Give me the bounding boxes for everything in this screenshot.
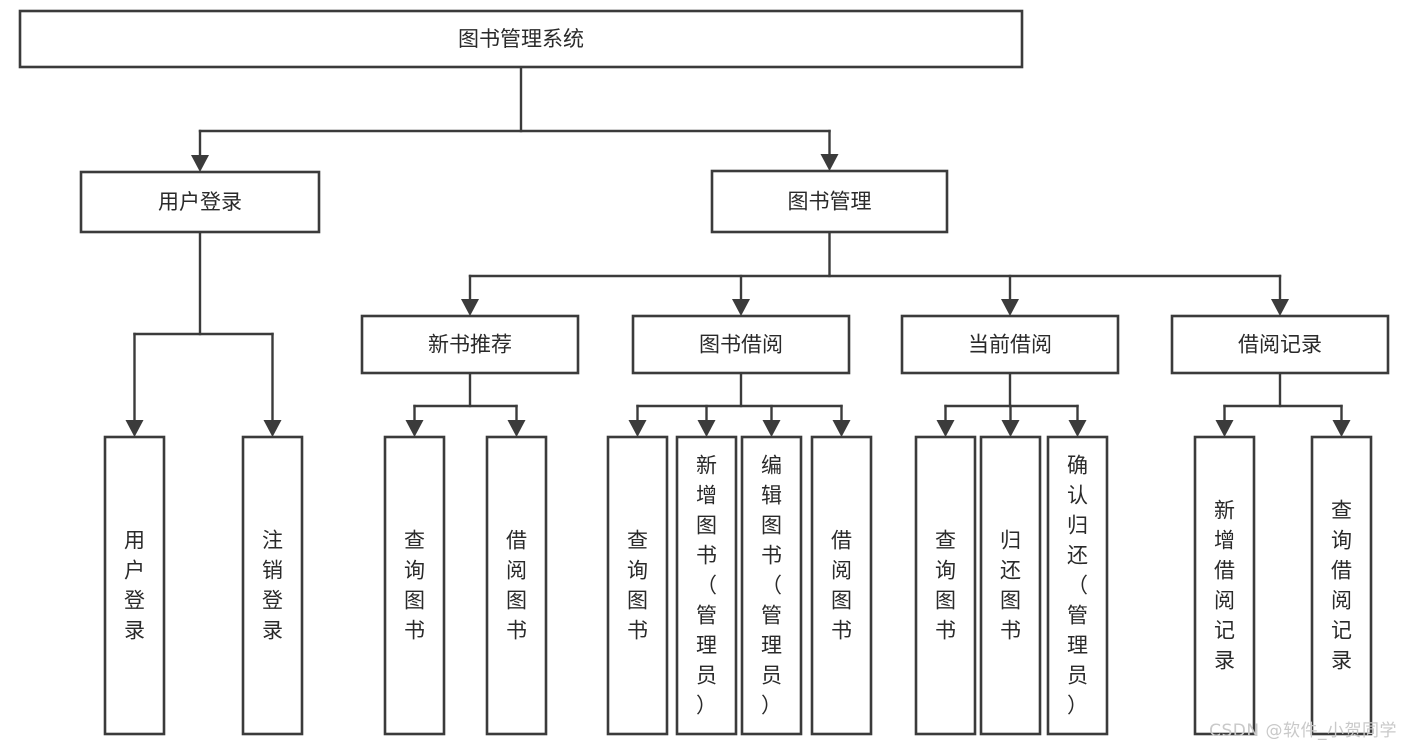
- arrow-head-icon-level3-2: [1001, 299, 1019, 316]
- arrow-head-icon-leaf-4-1: [1332, 420, 1351, 437]
- leaf-node-3-label: 借阅图书: [506, 529, 527, 643]
- level2-node-0-box[interactable]: [79, 170, 321, 234]
- leaf-node-1-label: 注销登录: [262, 529, 283, 643]
- level3-node-2[interactable]: 当前借阅: [900, 314, 1120, 375]
- csdn-watermark: CSDN @软件_小贺同学: [1209, 721, 1397, 741]
- leaf-node-8-label: 查询图书: [935, 529, 956, 643]
- leaf-node-10[interactable]: 确认归还（管理员）: [1046, 435, 1109, 736]
- arrow-head-icon-leaf-2-3: [832, 420, 851, 437]
- leaf-node-8[interactable]: 查询图书: [914, 435, 977, 736]
- leaf-node-9-box[interactable]: [979, 435, 1042, 736]
- arrow-head-icon-leaf-0-1: [263, 420, 282, 437]
- node-layer: 图书管理系统用户登录图书管理新书推荐图书借阅当前借阅借阅记录用户登录注销登录查询…: [18, 9, 1390, 736]
- leaf-node-1-box[interactable]: [241, 435, 304, 736]
- level2-node-1[interactable]: 图书管理: [710, 169, 949, 234]
- leaf-node-12-box[interactable]: [1310, 435, 1373, 736]
- leaf-node-10-box[interactable]: [1046, 435, 1109, 736]
- level3-node-1-label: 图书借阅: [699, 333, 783, 357]
- arrow-head-icon-level2-1: [820, 154, 839, 171]
- arrow-head-icon-leaf-1-1: [507, 420, 526, 437]
- arrow-head-icon-leaf-2-1: [697, 420, 716, 437]
- leaf-node-7-box[interactable]: [810, 435, 873, 736]
- leaf-node-12-label: 查询借阅记录: [1331, 499, 1352, 673]
- arrow-head-icon-leaf-3-1: [1001, 420, 1020, 437]
- level3-node-3-label: 借阅记录: [1238, 333, 1322, 357]
- leaf-node-10-label: 确认归还（管理员）: [1067, 454, 1088, 718]
- leaf-node-4-box[interactable]: [606, 435, 669, 736]
- arrow-head-icon-level3-3: [1271, 299, 1289, 316]
- leaf-node-4-label: 查询图书: [627, 529, 648, 643]
- leaf-node-12[interactable]: 查询借阅记录: [1310, 435, 1373, 736]
- level2-node-0[interactable]: 用户登录: [79, 170, 321, 234]
- level3-node-0-box[interactable]: [360, 314, 580, 375]
- level3-node-1-box[interactable]: [631, 314, 851, 375]
- root-node-tushu-guanli-xitong[interactable]: 图书管理系统: [18, 9, 1024, 69]
- leaf-node-11-box[interactable]: [1193, 435, 1256, 736]
- root-node-tushu-guanli-xitong-label: 图书管理系统: [458, 27, 584, 51]
- leaf-node-9[interactable]: 归还图书: [979, 435, 1042, 736]
- arrow-head-icon-level3-1: [732, 299, 750, 316]
- leaf-node-11[interactable]: 新增借阅记录: [1193, 435, 1256, 736]
- leaf-node-1[interactable]: 注销登录: [241, 435, 304, 736]
- level2-node-0-label: 用户登录: [158, 190, 242, 214]
- connector-layer: [125, 65, 1351, 437]
- level3-node-1[interactable]: 图书借阅: [631, 314, 851, 375]
- level3-node-2-label: 当前借阅: [968, 333, 1052, 357]
- leaf-node-8-box[interactable]: [914, 435, 977, 736]
- leaf-node-2[interactable]: 查询图书: [383, 435, 446, 736]
- leaf-node-4[interactable]: 查询图书: [606, 435, 669, 736]
- arrow-head-icon-level3-0: [461, 299, 479, 316]
- level3-node-2-box[interactable]: [900, 314, 1120, 375]
- arrow-head-icon-leaf-2-0: [628, 420, 647, 437]
- arrow-head-icon-leaf-4-0: [1215, 420, 1234, 437]
- level3-node-3[interactable]: 借阅记录: [1170, 314, 1390, 375]
- arrow-head-icon-leaf-3-0: [936, 420, 955, 437]
- leaf-node-0-box[interactable]: [103, 435, 166, 736]
- leaf-node-5-label: 新增图书（管理员）: [696, 454, 717, 718]
- leaf-node-0-label: 用户登录: [124, 529, 145, 643]
- leaf-node-0[interactable]: 用户登录: [103, 435, 166, 736]
- root-node-tushu-guanli-xitong-box[interactable]: [18, 9, 1024, 69]
- leaf-node-6-box[interactable]: [740, 435, 803, 736]
- level3-node-0-label: 新书推荐: [428, 333, 512, 357]
- arrow-head-icon-leaf-3-2: [1068, 420, 1087, 437]
- arrow-head-icon-leaf-1-0: [405, 420, 424, 437]
- level2-node-1-box[interactable]: [710, 169, 949, 234]
- arrow-head-icon-level2-0: [191, 155, 209, 172]
- leaf-node-3-box[interactable]: [485, 435, 548, 736]
- leaf-node-2-box[interactable]: [383, 435, 446, 736]
- leaf-node-6-label: 编辑图书（管理员）: [761, 454, 782, 718]
- leaf-node-11-label: 新增借阅记录: [1214, 499, 1235, 673]
- leaf-node-7[interactable]: 借阅图书: [810, 435, 873, 736]
- leaf-node-2-label: 查询图书: [404, 529, 425, 643]
- level3-node-3-box[interactable]: [1170, 314, 1390, 375]
- level2-node-1-label: 图书管理: [788, 190, 872, 214]
- leaf-node-5[interactable]: 新增图书（管理员）: [675, 435, 738, 736]
- leaf-node-6[interactable]: 编辑图书（管理员）: [740, 435, 803, 736]
- level3-node-0[interactable]: 新书推荐: [360, 314, 580, 375]
- arrow-head-icon-leaf-2-2: [762, 420, 781, 437]
- arrow-head-icon-leaf-0-0: [125, 420, 144, 437]
- leaf-node-3[interactable]: 借阅图书: [485, 435, 548, 736]
- leaf-node-9-label: 归还图书: [1000, 529, 1021, 643]
- leaf-node-5-box[interactable]: [675, 435, 738, 736]
- leaf-node-7-label: 借阅图书: [831, 529, 852, 643]
